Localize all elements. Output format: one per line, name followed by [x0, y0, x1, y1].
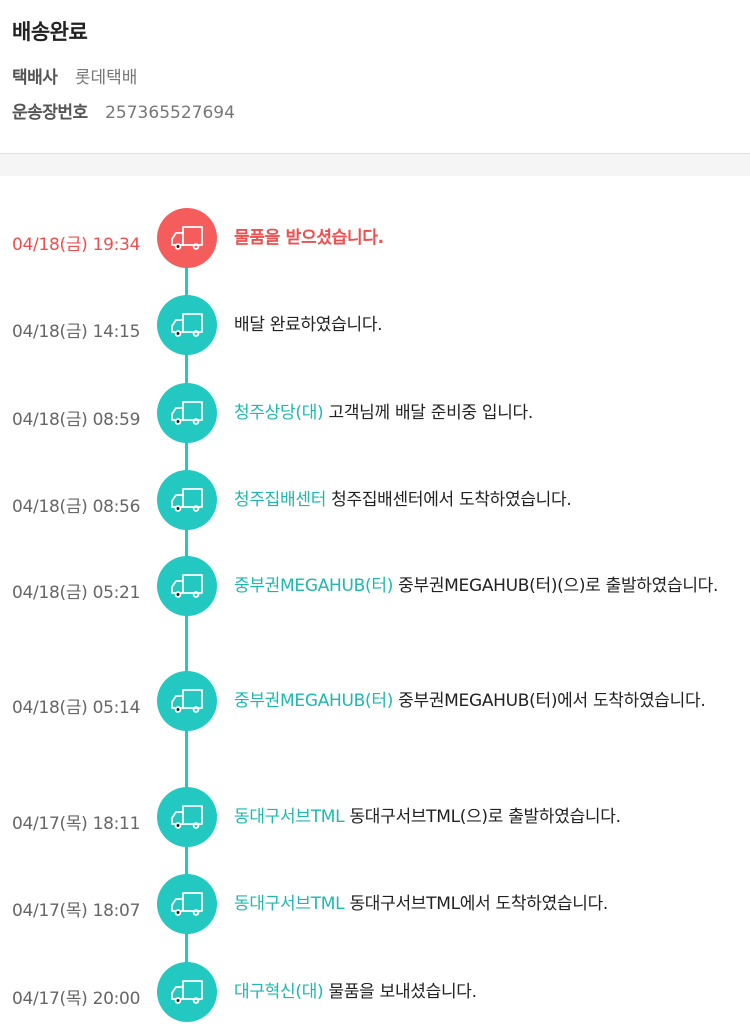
event-message-block: 청주상당(대) 고객님께 배달 준비중 입니다.	[234, 401, 734, 426]
event-message-block: 중부권MEGAHUB(터) 중부권MEGAHUB(터)에서 도착하였습니다.	[234, 689, 734, 714]
event-message: 동대구서브TML(으)로 출발하였습니다.	[349, 807, 621, 827]
event-status-circle	[157, 208, 217, 268]
event-message: 중부권MEGAHUB(터)(으)로 출발하였습니다.	[398, 576, 719, 596]
event-message: 물품을 받으셨습니다.	[234, 228, 384, 248]
event-status-circle	[157, 787, 217, 847]
event-location-link[interactable]: 대구혁신(대)	[234, 982, 324, 1002]
event-message: 동대구서브TML에서 도착하였습니다.	[349, 894, 609, 914]
delivery-header: 배송완료 택배사 롯데택배 운송장번호 257365527694	[0, 0, 750, 154]
tracking-number-label: 운송장번호	[12, 103, 88, 123]
courier-label: 택배사	[12, 68, 58, 88]
event-status-circle	[157, 556, 217, 616]
event-status-circle	[157, 671, 217, 731]
event-message: 청주집배센터에서 도착하였습니다.	[331, 490, 572, 510]
event-message: 물품을 보내셨습니다.	[328, 982, 477, 1002]
event-location-link[interactable]: 동대구서브TML	[234, 894, 345, 914]
event-time: 04/18(금) 05:14	[12, 698, 141, 718]
event-time: 04/18(금) 08:56	[12, 497, 141, 517]
event-location-link[interactable]: 동대구서브TML	[234, 807, 345, 827]
event-status-circle	[157, 470, 217, 530]
event-status-circle	[157, 962, 217, 1022]
event-message-block: 동대구서브TML 동대구서브TML(으)로 출발하였습니다.	[234, 805, 734, 830]
event-time: 04/18(금) 19:34	[12, 235, 141, 255]
event-time: 04/17(목) 18:11	[12, 814, 141, 834]
event-time: 04/17(목) 20:00	[12, 989, 141, 1009]
event-message-block: 물품을 받으셨습니다.	[234, 226, 734, 251]
event-status-circle	[157, 383, 217, 443]
event-location-link[interactable]: 청주집배센터	[234, 490, 327, 510]
event-message-block: 청주집배센터 청주집배센터에서 도착하였습니다.	[234, 488, 734, 513]
tracking-number-row: 운송장번호 257365527694	[12, 98, 235, 123]
event-message-block: 대구혁신(대) 물품을 보내셨습니다.	[234, 980, 734, 1005]
section-divider	[0, 154, 750, 176]
event-location-link[interactable]: 청주상당(대)	[234, 403, 324, 423]
event-time: 04/18(금) 14:15	[12, 322, 141, 342]
event-status-circle	[157, 295, 217, 355]
event-status-circle	[157, 874, 217, 934]
event-location-link[interactable]: 중부권MEGAHUB(터)	[234, 576, 394, 596]
event-time: 04/18(금) 05:21	[12, 583, 141, 603]
event-time: 04/18(금) 08:59	[12, 410, 141, 430]
event-message-block: 중부권MEGAHUB(터) 중부권MEGAHUB(터)(으)로 출발하였습니다.	[234, 574, 734, 599]
delivery-status-title: 배송완료	[12, 20, 88, 44]
event-message: 배달 완료하였습니다.	[234, 315, 383, 335]
tracking-timeline: 04/18(금) 19:34 물품을 받으셨습니다. 04/18(금) 14:15 배…	[0, 176, 750, 1024]
event-message: 중부권MEGAHUB(터)에서 도착하였습니다.	[398, 691, 706, 711]
event-message-block: 배달 완료하였습니다.	[234, 313, 734, 338]
event-location-link[interactable]: 중부권MEGAHUB(터)	[234, 691, 394, 711]
event-message-block: 동대구서브TML 동대구서브TML에서 도착하였습니다.	[234, 892, 734, 917]
event-time: 04/17(목) 18:07	[12, 901, 141, 921]
tracking-number-value[interactable]: 257365527694	[105, 103, 235, 123]
event-message: 고객님께 배달 준비중 입니다.	[328, 403, 533, 423]
courier-value: 롯데택배	[74, 68, 138, 88]
courier-row: 택배사 롯데택배	[12, 63, 137, 88]
